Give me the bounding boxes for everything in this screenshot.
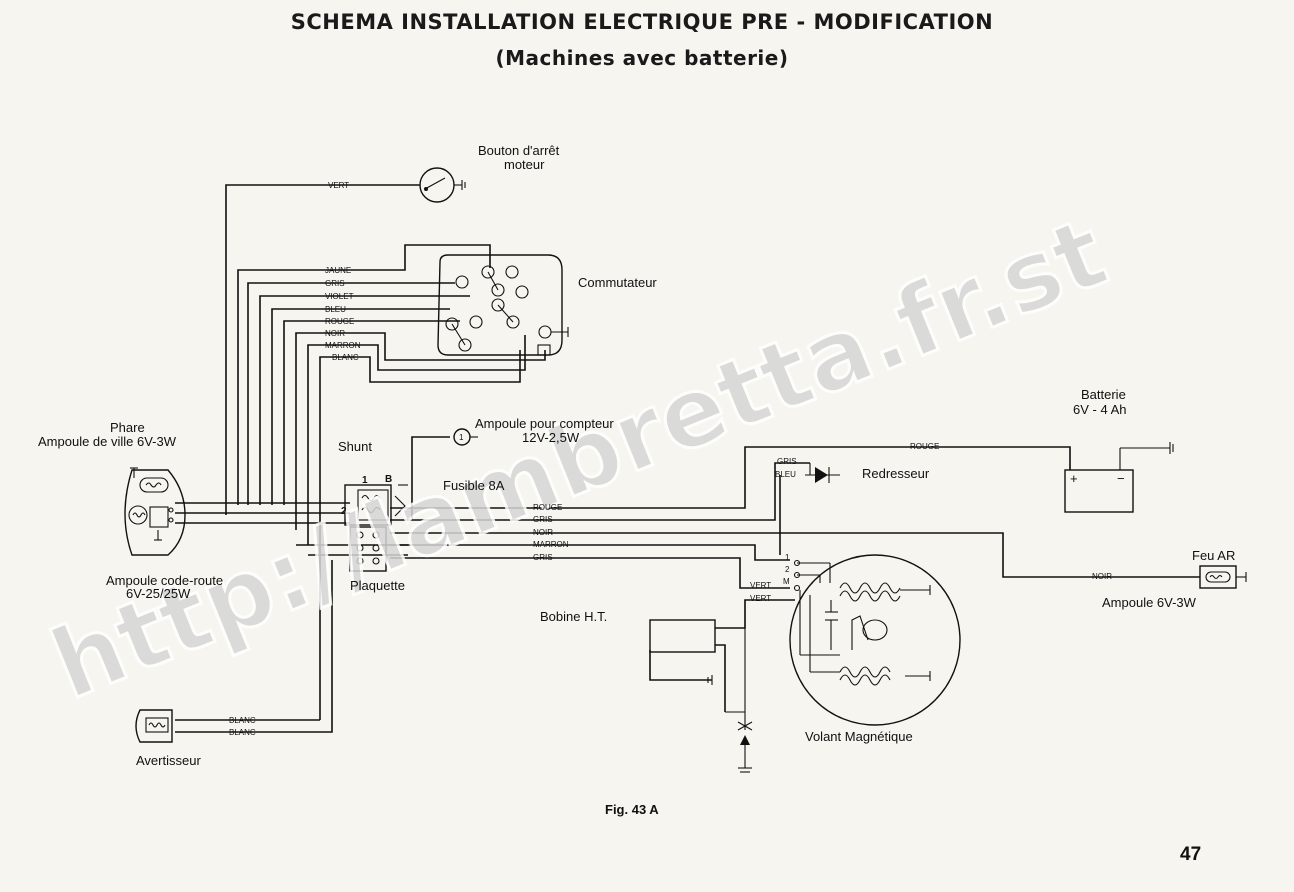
label-gris-3: GRIS bbox=[533, 553, 553, 562]
label-gris-2: GRIS bbox=[533, 515, 553, 524]
wire-gris-switch bbox=[247, 282, 455, 505]
wire-vert-coil bbox=[715, 599, 795, 629]
wire-violet bbox=[259, 295, 470, 505]
label-phare: Phare bbox=[110, 420, 145, 435]
label-dip-bulb-1: Ampoule code-route bbox=[106, 573, 223, 588]
rectifier bbox=[775, 462, 840, 483]
battery: + − bbox=[1064, 442, 1174, 513]
wire-noir-right bbox=[390, 532, 1200, 578]
battery-minus: − bbox=[1117, 471, 1125, 486]
terminal-board: 1 2 B bbox=[341, 474, 408, 572]
meter-bulb: 1 bbox=[453, 428, 478, 446]
page-title: SCHEMA INSTALLATION ELECTRIQUE PRE - MOD… bbox=[290, 10, 994, 34]
shunt-mark-b: B bbox=[385, 474, 392, 485]
label-noir-1: NOIR bbox=[325, 329, 345, 338]
label-plaquette: Plaquette bbox=[350, 578, 405, 593]
pin-1: 1 bbox=[785, 553, 790, 562]
label-battery-2: 6V - 4 Ah bbox=[1073, 402, 1126, 417]
label-tail-lamp: Feu AR bbox=[1192, 548, 1235, 563]
label-blanc-horn-1: BLANC bbox=[229, 716, 256, 725]
label-vert-2: VERT bbox=[750, 594, 771, 603]
label-vert-top: VERT bbox=[328, 181, 349, 190]
label-rouge-battery: ROUGE bbox=[910, 442, 939, 451]
svg-text:1: 1 bbox=[459, 433, 464, 442]
wire-rouge-switch bbox=[283, 320, 460, 505]
wire-meter bbox=[411, 436, 450, 520]
wire-jaune bbox=[237, 244, 491, 505]
wire-noir-switch bbox=[295, 332, 546, 530]
label-rouge-1: ROUGE bbox=[325, 317, 354, 326]
label-jaune: JAUNE bbox=[325, 266, 351, 275]
horn bbox=[135, 709, 173, 743]
label-flywheel: Volant Magnétique bbox=[805, 729, 913, 744]
label-shunt: Shunt bbox=[338, 439, 372, 454]
wire-blanc-horn-2 bbox=[175, 560, 333, 733]
shunt-mark-1: 1 bbox=[362, 475, 368, 486]
wire-labels: VERT JAUNE GRIS VIOLET BLEU ROUGE NOIR M… bbox=[229, 181, 1112, 737]
ht-coil bbox=[649, 600, 753, 773]
tail-lamp bbox=[1199, 565, 1247, 589]
label-noir-2: NOIR bbox=[533, 528, 553, 537]
wire-blanc-switch bbox=[319, 350, 521, 720]
wire-coil-ground bbox=[649, 650, 712, 681]
component-labels: Bouton d'arrêt moteur Commutateur Phare … bbox=[38, 143, 1235, 768]
label-ville-bulb: Ampoule de ville 6V-3W bbox=[38, 434, 177, 449]
label-marron-1: MARRON bbox=[325, 341, 361, 350]
harness-wires bbox=[175, 184, 1200, 733]
label-gris-1: GRIS bbox=[325, 279, 345, 288]
headlamp bbox=[124, 467, 186, 556]
figure-caption: Fig. 43 A bbox=[605, 802, 659, 817]
label-dip-bulb-2: 6V-25/25W bbox=[126, 586, 191, 601]
magneto-flywheel: 1 2 M bbox=[783, 553, 961, 726]
pin-m: M bbox=[783, 577, 790, 586]
stop-button bbox=[419, 167, 466, 203]
label-stop-button-2: moteur bbox=[504, 157, 545, 172]
label-bleu-1: BLEU bbox=[325, 305, 346, 314]
wire-marron-right bbox=[390, 544, 790, 561]
label-bleu-rect: BLEU bbox=[775, 470, 796, 479]
wire-bleu-switch bbox=[271, 308, 450, 505]
label-blanc-horn-2: BLANC bbox=[229, 728, 256, 737]
label-battery-1: Batterie bbox=[1081, 387, 1126, 402]
label-rectifier: Redresseur bbox=[862, 466, 930, 481]
label-violet: VIOLET bbox=[325, 292, 354, 301]
label-noir-tail: NOIR bbox=[1092, 572, 1112, 581]
wire-rouge-right bbox=[390, 446, 1071, 509]
wire-coil-ht bbox=[715, 644, 726, 712]
page-number: 47 bbox=[1180, 844, 1201, 865]
label-meter-bulb-2: 12V-2,5W bbox=[522, 430, 580, 445]
label-tail-bulb: Ampoule 6V-3W bbox=[1102, 595, 1197, 610]
label-fuse: Fusible 8A bbox=[443, 478, 505, 493]
wire-marron-switch bbox=[307, 335, 526, 545]
label-vert-1: VERT bbox=[750, 581, 771, 590]
label-stop-button-1: Bouton d'arrêt bbox=[478, 143, 560, 158]
page-subtitle: (Machines avec batterie) bbox=[495, 46, 789, 70]
battery-plus: + bbox=[1070, 471, 1078, 486]
wire-gris-low bbox=[390, 557, 790, 589]
label-horn: Avertisseur bbox=[136, 753, 201, 768]
label-meter-bulb-1: Ampoule pour compteur bbox=[475, 416, 614, 431]
label-gris-rect: GRIS bbox=[777, 457, 797, 466]
pin-2: 2 bbox=[785, 565, 790, 574]
commutator-switch bbox=[437, 254, 569, 356]
label-coil: Bobine H.T. bbox=[540, 609, 607, 624]
wire-vert-stop bbox=[225, 184, 420, 515]
label-commutator: Commutateur bbox=[578, 275, 657, 290]
label-rouge-2: ROUGE bbox=[533, 503, 562, 512]
label-marron-2: MARRON bbox=[533, 540, 569, 549]
shunt-mark-2: 2 bbox=[341, 506, 347, 517]
label-blanc-1: BLANC bbox=[332, 353, 359, 362]
